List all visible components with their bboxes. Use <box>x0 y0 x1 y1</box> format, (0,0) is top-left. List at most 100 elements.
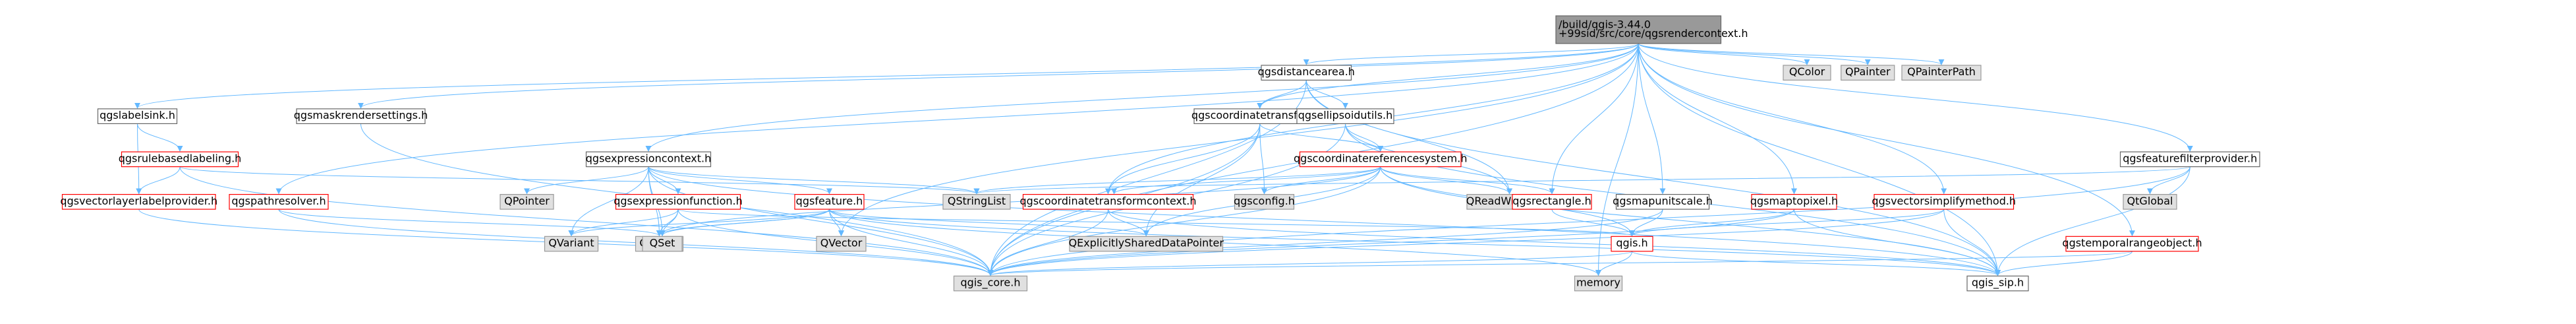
node-qgsvectorsimplifymethod[interactable]: qgsvectorsimplifymethod.h <box>1872 194 2016 210</box>
node-qpointer: QPointer <box>500 194 554 210</box>
edge-qgsdistancearea-to-qgsellipsoidutils <box>1305 80 1348 109</box>
edge-qgsfeaturefilterprovider-to-qgis_core <box>987 166 2190 276</box>
node-label: qgsrulebasedlabeling.h <box>119 152 242 164</box>
node-label: qgstemporalrangeobject.h <box>2062 237 2202 249</box>
node-memory: memory <box>1574 275 1623 292</box>
node-qgsfeaturefilterprovider[interactable]: qgsfeaturefilterprovider.h <box>2119 151 2260 168</box>
node-qgsvectorlayerlabelprovider[interactable]: qgsvectorlayerlabelprovider.h <box>60 194 217 210</box>
node-box <box>953 275 1028 292</box>
edge-qgsexpressionfunction-to-qvariant <box>568 209 679 237</box>
node-qgstemporalrangeobject[interactable]: qgstemporalrangeobject.h <box>2062 236 2202 252</box>
node-qgsdistancearea[interactable]: qgsdistancearea.h <box>1258 65 1355 81</box>
edge-qgsmapunitscale-to-qgis <box>1629 209 1663 237</box>
edge-qgsfeaturefilterprovider-to-qtglobal <box>2147 166 2190 195</box>
edge-root-to-qpainterpath <box>1638 43 1945 65</box>
node-label: qgsvectorlayerlabelprovider.h <box>60 195 217 207</box>
node-label: qgscoordinatetransformcontext.h <box>1020 195 1197 207</box>
node-qgis[interactable]: qgis.h <box>1611 236 1653 252</box>
node-qgsexpressioncontext[interactable]: qgsexpressioncontext.h <box>586 151 711 168</box>
node-qgscoordinatetransformcontext[interactable]: qgscoordinatetransformcontext.h <box>1020 194 1197 210</box>
node-label: qgscoordinatereferencesystem.h <box>1294 152 1467 164</box>
node-qvector: QVector <box>816 236 867 252</box>
node-box <box>1296 108 1394 125</box>
node-label: QColor <box>1789 65 1825 78</box>
node-label: qgsconfig.h <box>1234 195 1295 207</box>
node-qgspathresolver[interactable]: qgspathresolver.h <box>229 194 329 210</box>
node-label: memory <box>1576 276 1620 289</box>
node-label: QVariant <box>548 237 594 249</box>
node-label: qgis_sip.h <box>1972 276 2024 290</box>
node-label: /build/qgis-3.44.0 <box>1559 18 1651 30</box>
edge-root-to-qgis_sip <box>1638 43 2001 276</box>
node-box <box>816 236 867 252</box>
edge-qgsrulebasedlabeling-to-qstringlist <box>179 166 980 195</box>
node-qgsexpressionfunction[interactable]: qgsexpressionfunction.h <box>614 194 743 210</box>
edge-root-to-qgsfeaturefilterprovider <box>1638 43 2193 152</box>
node-box <box>61 194 216 210</box>
edge-qgsdistancearea-to-qreadwritelock <box>1305 80 1512 195</box>
node-label: qgsellipsoidutils.h <box>1298 109 1393 121</box>
node-qgsellipsoidutils[interactable]: qgsellipsoidutils.h <box>1296 108 1394 125</box>
edge-qgscoordinatereferencesystem-to-qstringlist <box>973 166 1381 195</box>
edge-qgsrulebasedlabeling-to-qgis_core <box>179 166 994 276</box>
node-qpainterpath: QPainterPath <box>1901 65 1982 81</box>
node-qgsfeature[interactable]: qgsfeature.h <box>794 194 865 210</box>
edge-qgscoordinatereferencesystem-to-qgsrectangle <box>1380 166 1555 195</box>
node-box <box>1022 194 1194 210</box>
node-qgsconfig: qgsconfig.h <box>1234 194 1295 210</box>
edge-qgscoordinatetransform-to-qexplicitlyshareddatapointer <box>1143 123 1261 237</box>
edge-qgsvectorsimplifymethod-to-qgis_sip <box>1943 209 2001 276</box>
edge-qgsmaptopixel-to-qgis_core <box>987 209 1794 276</box>
node-box <box>1966 275 2029 292</box>
edge-qgslabelsink-to-qgsrulebasedlabeling <box>137 123 183 152</box>
node-box <box>1555 15 1722 44</box>
edge-qgsexpressionfunction-to-qset <box>659 209 679 237</box>
node-label: QVector <box>820 237 863 249</box>
edge-qgsfeature-to-qset <box>659 209 830 237</box>
node-label: +99sid/src/core/qgsrendercontext.h <box>1559 27 1748 40</box>
node-box <box>1574 275 1623 292</box>
node-box <box>1611 236 1653 252</box>
node-label: qgsfeaturefilterprovider.h <box>2123 152 2257 164</box>
edge-qgscoordinatetransformcontext-to-qgis_sip <box>1108 209 2001 276</box>
edge-qgsrulebasedlabeling-to-qgsvectorlayerlabelprovider <box>136 166 181 195</box>
nodes-layer: /build/qgis-3.44.0+99sid/src/core/qgsren… <box>60 15 2260 292</box>
node-box <box>1299 151 1462 168</box>
edge-qgis-to-qgis_core <box>987 251 1632 276</box>
node-box <box>2119 151 2260 168</box>
edge-qgsfeaturefilterprovider-to-qgis_sip <box>1995 166 2190 276</box>
node-qgsrulebasedlabeling[interactable]: qgsrulebasedlabeling.h <box>119 151 242 168</box>
node-qgslabelsink[interactable]: qgslabelsink.h <box>97 108 178 125</box>
edge-qgsfeature-to-qvariant <box>568 209 830 237</box>
node-label: QPainterPath <box>1907 65 1976 78</box>
edge-qgsdistancearea-to-qgscoordinatetransform <box>1257 80 1307 109</box>
edge-qgsexpressioncontext-to-qgsfeature <box>648 166 832 195</box>
node-qgsmaptopixel[interactable]: qgsmaptopixel.h <box>1750 194 1838 210</box>
edge-root-to-qgsmaskrendersettings <box>358 43 1639 109</box>
edge-qgsexpressionfunction-to-qgis <box>677 209 1635 237</box>
node-box <box>1841 65 1895 81</box>
node-label: qgis_core.h <box>961 276 1021 290</box>
node-label: QSet <box>650 237 675 249</box>
node-box <box>1615 194 1710 210</box>
node-qgsmaskrendersettings[interactable]: qgsmaskrendersettings.h <box>294 108 428 125</box>
node-label: qgsexpressionfunction.h <box>614 195 743 207</box>
node-qgis_sip[interactable]: qgis_sip.h <box>1966 275 2029 292</box>
node-qgsrectangle[interactable]: qgsrectangle.h <box>1512 194 1592 210</box>
node-qgscoordinatetransform[interactable]: qgscoordinatetransform.h <box>1191 108 1329 125</box>
edge-root-to-qgsmaptopixel <box>1638 43 1797 195</box>
edge-qgsexpressioncontext-to-qgis_core <box>648 166 994 276</box>
edge-qgsfeature-to-qgis_sip <box>829 209 2001 276</box>
edge-root-to-qgspathresolver <box>275 43 1639 195</box>
edge-qgscoordinatetransform-to-qgscoordinatetransformcontext <box>1105 123 1261 195</box>
node-label: qgsdistancearea.h <box>1258 65 1355 78</box>
node-qtglobal: QtGlobal <box>2123 194 2177 210</box>
node-qgscoordinatereferencesystem[interactable]: qgscoordinatereferencesystem.h <box>1294 151 1467 168</box>
node-qgsmapunitscale[interactable]: qgsmapunitscale.h <box>1613 194 1713 210</box>
node-box <box>942 194 1011 210</box>
node-root[interactable]: /build/qgis-3.44.0+99sid/src/core/qgsren… <box>1555 15 1748 44</box>
node-qpainter: QPainter <box>1841 65 1895 81</box>
node-label: QExplicitlySharedDataPointer <box>1069 237 1224 249</box>
edge-qgsexpressioncontext-to-qpointer <box>524 166 649 195</box>
